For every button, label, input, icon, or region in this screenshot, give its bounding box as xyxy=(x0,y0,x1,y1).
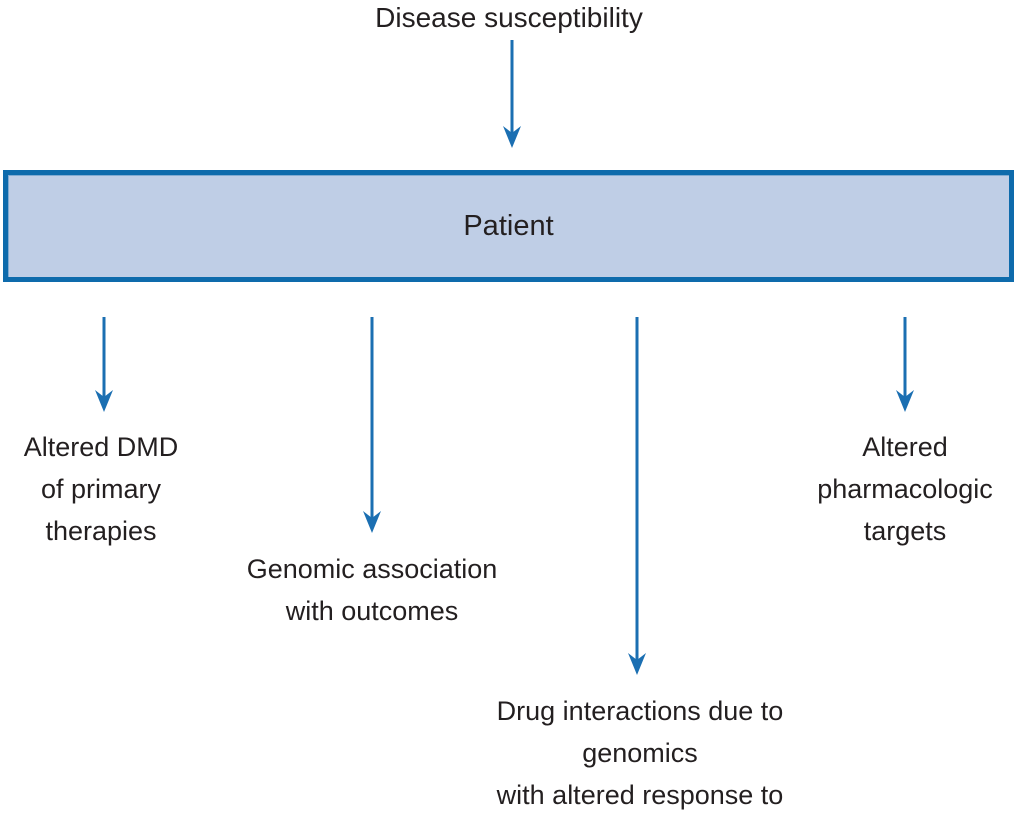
diagram-title: Disease susceptibility xyxy=(375,2,643,33)
down-arrow-patient-to-altered-targets xyxy=(896,317,914,412)
down-arrow-patient-to-drug-interactions xyxy=(628,317,646,675)
outcome-drug-interactions-label: Drug interactions due to genomics with a… xyxy=(496,696,784,810)
patient-node-label: Patient xyxy=(463,209,554,242)
patient-node: Patient xyxy=(3,170,1014,282)
outcome-altered-dmd-label: Altered DMD of primary therapies xyxy=(23,432,179,546)
down-arrow-disease-to-patient xyxy=(503,40,521,148)
down-arrow-patient-to-altered-dmd xyxy=(95,317,113,412)
down-arrow-patient-to-genomic-association xyxy=(363,317,381,533)
outcome-altered-targets-label: Altered pharmacologic targets xyxy=(817,432,993,546)
outcome-genomic-association-label: Genomic association with outcomes xyxy=(246,554,498,626)
